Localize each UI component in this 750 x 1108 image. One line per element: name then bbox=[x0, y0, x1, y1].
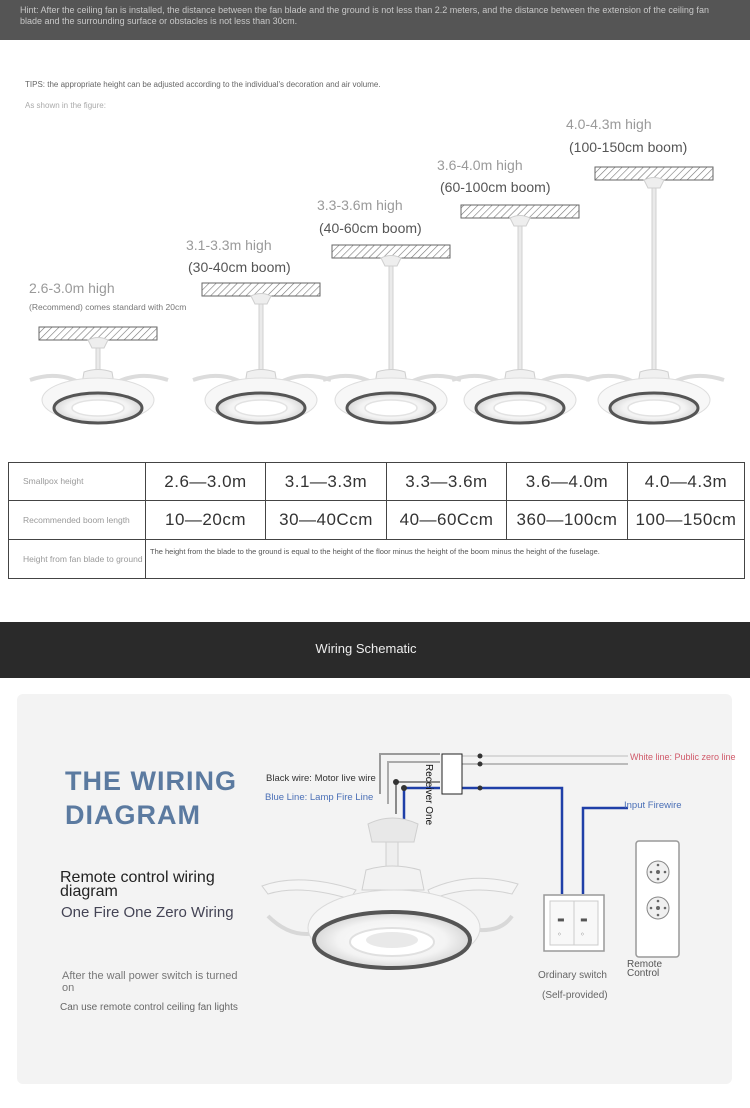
ordinary-switch-label: Ordinary switch bbox=[538, 970, 607, 981]
fan-illustration-2 bbox=[192, 282, 332, 425]
remote-control-label: Remote Control bbox=[627, 959, 663, 979]
receiver-box bbox=[441, 753, 463, 795]
fan-illustration-3 bbox=[322, 244, 462, 425]
fan-2-boom: (30-40cm boom) bbox=[188, 259, 291, 275]
fan-illustration-5 bbox=[585, 166, 725, 425]
table-note-cell: The height from the blade to the ground … bbox=[145, 539, 745, 579]
wiring-diagram-title: THE WIRING DIAGRAM bbox=[65, 764, 237, 832]
fan-4-boom: (60-100cm boom) bbox=[440, 179, 551, 195]
wall-switch-illustration: ▬ ▬ ◦ ◦ bbox=[543, 894, 605, 952]
height-table: Smallpox height 2.6—3.0m 3.1—3.3m 3.3—3.… bbox=[8, 462, 745, 579]
table-row-header: Height from fan blade to ground bbox=[8, 539, 146, 579]
blue-wire-to-switch bbox=[462, 786, 564, 894]
fan-3-boom: (40-60cm boom) bbox=[319, 220, 422, 236]
table-row-header: Smallpox height bbox=[8, 462, 146, 501]
table-cell: 100—150cm bbox=[627, 500, 745, 540]
table-row: Recommended boom length 10—20cm 30—40Ccm… bbox=[8, 500, 745, 540]
table-row-header: Recommended boom length bbox=[8, 500, 146, 540]
input-firewire-label: Input Firewire bbox=[624, 800, 682, 811]
ceiling-fan-illustration bbox=[261, 817, 519, 970]
table-cell: 3.6—4.0m bbox=[506, 462, 628, 501]
table-cell: 30—40Ccm bbox=[265, 500, 387, 540]
table-cell: 360—100cm bbox=[506, 500, 628, 540]
remote-control-illustration bbox=[635, 840, 680, 958]
fan-5-height: 4.0-4.3m high bbox=[566, 116, 652, 132]
wiring-diagram-title-line2: DIAGRAM bbox=[65, 800, 201, 830]
hint-bar bbox=[0, 0, 750, 40]
table-cell: 10—20cm bbox=[145, 500, 266, 540]
fan-illustration-4 bbox=[451, 204, 591, 425]
fan-5-boom: (100-150cm boom) bbox=[569, 139, 688, 155]
hint-text: Hint: After the ceiling fan is installed… bbox=[20, 5, 709, 26]
svg-text:▬: ▬ bbox=[557, 915, 565, 924]
fan-2-height: 3.1-3.3m high bbox=[186, 237, 272, 253]
table-row: Height from fan blade to ground The heig… bbox=[8, 539, 745, 579]
remote-control-title: Remote control wiring diagram bbox=[60, 869, 215, 900]
blue-line-label: Blue Line: Lamp Fire Line bbox=[265, 792, 374, 803]
fan-1-note: (Recommend) comes standard with 20cm bbox=[29, 302, 187, 312]
wiring-diagram-title-line1: THE WIRING bbox=[65, 766, 237, 796]
tips-text: TIPS: the appropriate height can be adju… bbox=[25, 80, 381, 89]
table-cell: 2.6—3.0m bbox=[145, 462, 266, 501]
svg-text:◦: ◦ bbox=[580, 930, 585, 939]
svg-text:▬: ▬ bbox=[580, 915, 588, 924]
white-line-label: White line: Public zero line bbox=[630, 752, 736, 762]
receiver-label: Receiver One bbox=[423, 764, 434, 825]
fan-heights-illustration bbox=[29, 166, 725, 425]
fan-illustration-1 bbox=[29, 326, 169, 425]
input-firewire bbox=[581, 806, 628, 894]
black-wire-label: Black wire: Motor live wire bbox=[266, 773, 376, 784]
can-use-remote-text: Can use remote control ceiling fan light… bbox=[60, 1002, 238, 1013]
grey-wire bbox=[379, 753, 440, 794]
svg-text:◦: ◦ bbox=[557, 930, 562, 939]
blue-lamp-wire bbox=[402, 786, 440, 824]
wiring-section-bar bbox=[0, 622, 750, 678]
tips-subtext: As shown in the figure: bbox=[25, 101, 106, 110]
grey-wire bbox=[387, 761, 440, 804]
table-cell: 3.1—3.3m bbox=[265, 462, 387, 501]
table-cell: 40—60Ccm bbox=[386, 500, 507, 540]
fan-1-height: 2.6-3.0m high bbox=[29, 280, 115, 296]
table-cell: 3.3—3.6m bbox=[386, 462, 507, 501]
table-row: Smallpox height 2.6—3.0m 3.1—3.3m 3.3—3.… bbox=[8, 462, 745, 501]
fan-4-height: 3.6-4.0m high bbox=[437, 157, 523, 173]
after-switch-text: After the wall power switch is turned on bbox=[62, 970, 238, 994]
wiring-section-title: Wiring Schematic bbox=[315, 641, 417, 656]
one-fire-one-zero-title: One Fire One Zero Wiring bbox=[61, 904, 234, 921]
fan-3-height: 3.3-3.6m high bbox=[317, 197, 403, 213]
self-provided-label: (Self-provided) bbox=[542, 990, 608, 1001]
wiring-diagram-illustration: ▬ ▬ ◦ ◦ bbox=[261, 753, 680, 970]
table-cell: 4.0—4.3m bbox=[627, 462, 745, 501]
